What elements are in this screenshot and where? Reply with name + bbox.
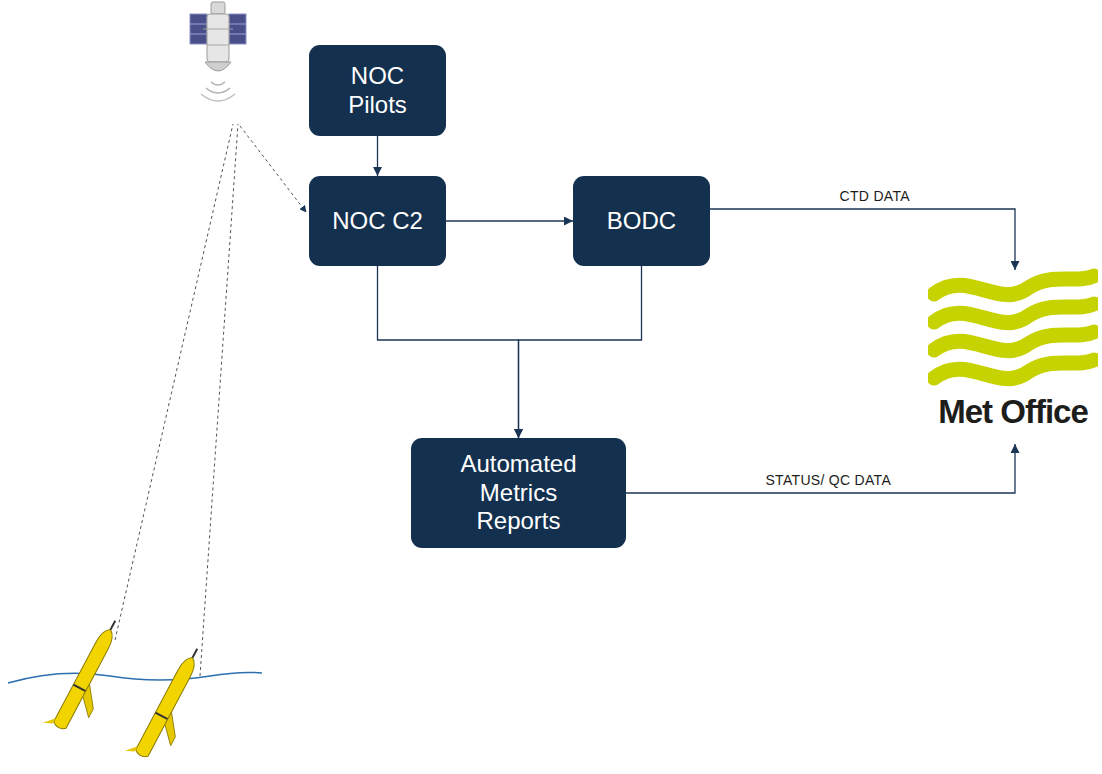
sea-surface (8, 672, 262, 683)
data-flow-arrow (626, 444, 1015, 493)
flow-label: STATUS/ QC DATA (762, 472, 894, 488)
met-office-logo: Met Office (927, 268, 1099, 442)
logo-waves (928, 268, 1098, 394)
box-label: NOC Pilots (328, 62, 428, 120)
data-flow-arrow (378, 266, 519, 438)
flow-label: CTD DATA (837, 188, 913, 204)
data-flow-arrow (519, 266, 642, 438)
process-box: NOC Pilots (309, 45, 446, 136)
box-label: NOC C2 (332, 207, 423, 236)
data-flow-arrow (446, 220, 573, 221)
process-box: Automated Metrics Reports (411, 438, 626, 548)
process-box: BODC (573, 176, 710, 266)
logo-text: Met Office (938, 394, 1088, 430)
comms-link (115, 124, 306, 676)
glider-icon (43, 613, 135, 740)
satellite-icon (190, 2, 246, 101)
box-label: BODC (607, 207, 676, 236)
glider-icon (125, 641, 217, 768)
box-label: Automated Metrics Reports (444, 450, 594, 536)
data-flow-arrow (710, 209, 1015, 270)
process-box: NOC C2 (309, 176, 446, 266)
data-flow-arrow (377, 136, 378, 176)
